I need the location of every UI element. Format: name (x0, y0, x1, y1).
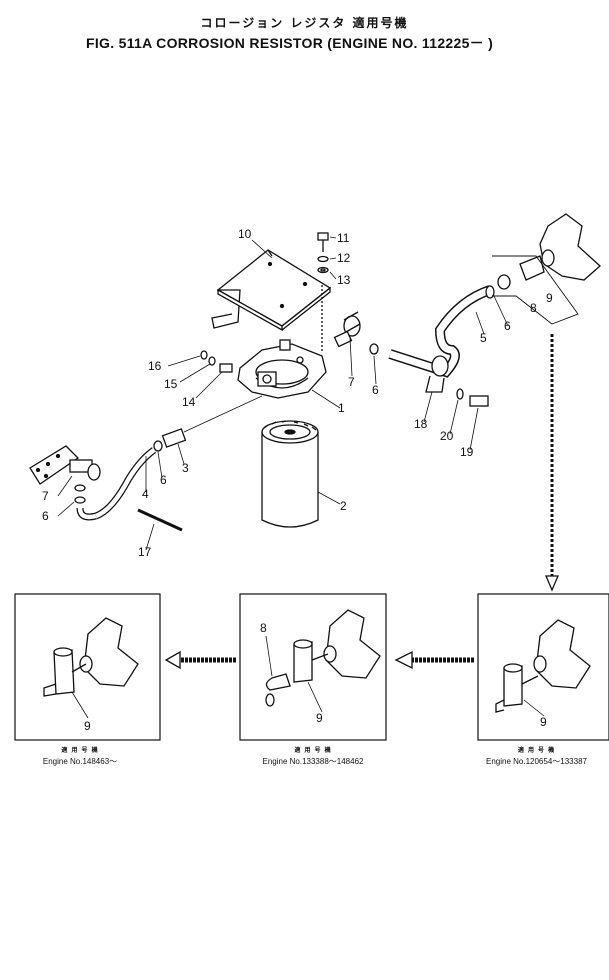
inset-box-right (477, 593, 609, 741)
callout-14: 14 (182, 395, 196, 409)
callout-5: 5 (480, 331, 487, 345)
elbow-fitting-top (333, 311, 379, 355)
callout-6-right: 6 (504, 319, 511, 333)
callout-6-mid: 6 (160, 473, 167, 487)
callout-12: 12 (337, 251, 351, 265)
inset-caption-left: 適 用 号 機 Engine No.148463～ (0, 745, 160, 767)
callout-19: 19 (460, 445, 474, 459)
hose-5 (388, 285, 492, 407)
callout-7-left: 7 (42, 489, 49, 503)
callout-3: 3 (182, 461, 189, 475)
figure-title-japanese: コロージョン レジスタ 適用号機 (200, 16, 409, 30)
callout-9-inset-left: 9 (84, 719, 91, 733)
callout-2: 2 (340, 499, 347, 513)
caption-engine-range: Engine No.148463～ (42, 757, 118, 766)
caption-engine-range: Engine No.120654～133387 (486, 757, 587, 766)
callout-11: 11 (337, 231, 350, 245)
leader-lines (57, 236, 509, 551)
callout-8-top: 8 (530, 301, 537, 315)
callout-4: 4 (142, 487, 149, 501)
inset-box-middle (239, 593, 387, 741)
caption-applicable-label: 適 用 号 機 (294, 747, 332, 754)
small-fittings (200, 350, 233, 373)
filter-element (261, 420, 319, 528)
inset-caption-right: 適 用 号 機 Engine No.120654～133387 (464, 745, 609, 767)
caption-applicable-label: 適 用 号 機 (517, 747, 556, 754)
callout-6-top: 6 (372, 383, 379, 397)
inset-box-left (14, 593, 161, 741)
figure-title: FIG. 511A CORROSION RESISTOR (ENGINE NO.… (86, 35, 494, 51)
callout-15: 15 (164, 377, 178, 391)
callout-18: 18 (414, 417, 428, 431)
arrow-down (545, 334, 559, 592)
engine-block-top (485, 213, 601, 325)
callout-20: 20 (440, 429, 454, 443)
hose-4 (76, 395, 263, 521)
callout-numbers: 10 11 12 13 16 15 14 7 6 1 2 3 6 4 7 6 1… (42, 227, 553, 733)
inset-caption-middle: 適 用 号 機 Engine No.133388～148462 (228, 745, 398, 767)
callout-16: 16 (148, 359, 162, 373)
rod-17 (137, 508, 183, 532)
callout-9-top: 9 (546, 291, 553, 305)
callout-7-top: 7 (348, 375, 355, 389)
bracket (211, 249, 332, 332)
callout-10: 10 (238, 227, 252, 241)
callout-6-left: 6 (42, 509, 49, 523)
caption-engine-range: Engine No.133388～148462 (262, 757, 364, 766)
callout-1: 1 (338, 401, 345, 415)
callout-13: 13 (337, 273, 351, 287)
arrow-right-to-middle (394, 650, 474, 670)
callout-17: 17 (138, 545, 152, 559)
mounting-plate (29, 445, 101, 504)
callout-9-inset-middle: 9 (316, 711, 323, 725)
callout-8-inset: 8 (260, 621, 267, 635)
filter-head (237, 285, 327, 399)
arrow-middle-to-left (164, 650, 236, 670)
caption-applicable-label: 適 用 号 機 (61, 747, 99, 754)
callout-9-inset-right: 9 (540, 715, 547, 729)
bolt-11 (317, 232, 329, 274)
